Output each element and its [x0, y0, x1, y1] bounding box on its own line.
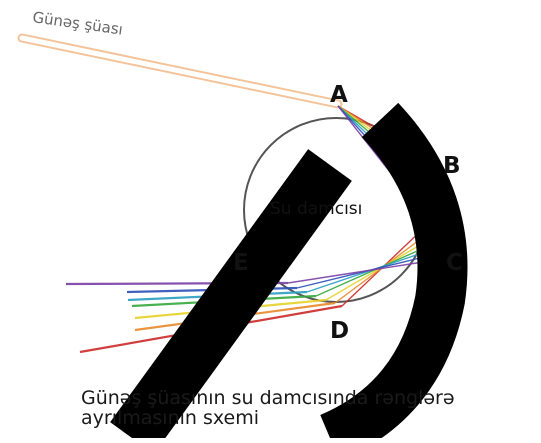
point-e-label: E	[233, 250, 249, 276]
droplet-label: Su damcısı	[270, 199, 362, 219]
sun-ray-label: Günəş şüası	[31, 8, 124, 38]
caption-line-2: ayrılmasının sxemi	[81, 407, 259, 429]
sun-ray-core	[22, 38, 338, 104]
caption-line-1: Günəş şüasının su damcısında rənglərə	[81, 387, 455, 409]
sun-ray	[22, 38, 338, 104]
point-a-label: A	[330, 82, 348, 108]
point-b-label: B	[443, 153, 461, 179]
point-c-label: C	[446, 250, 463, 276]
figure-caption: Günəş şüasının su damcısında rənglərə ay…	[81, 388, 541, 428]
point-d-label: D	[330, 318, 349, 344]
